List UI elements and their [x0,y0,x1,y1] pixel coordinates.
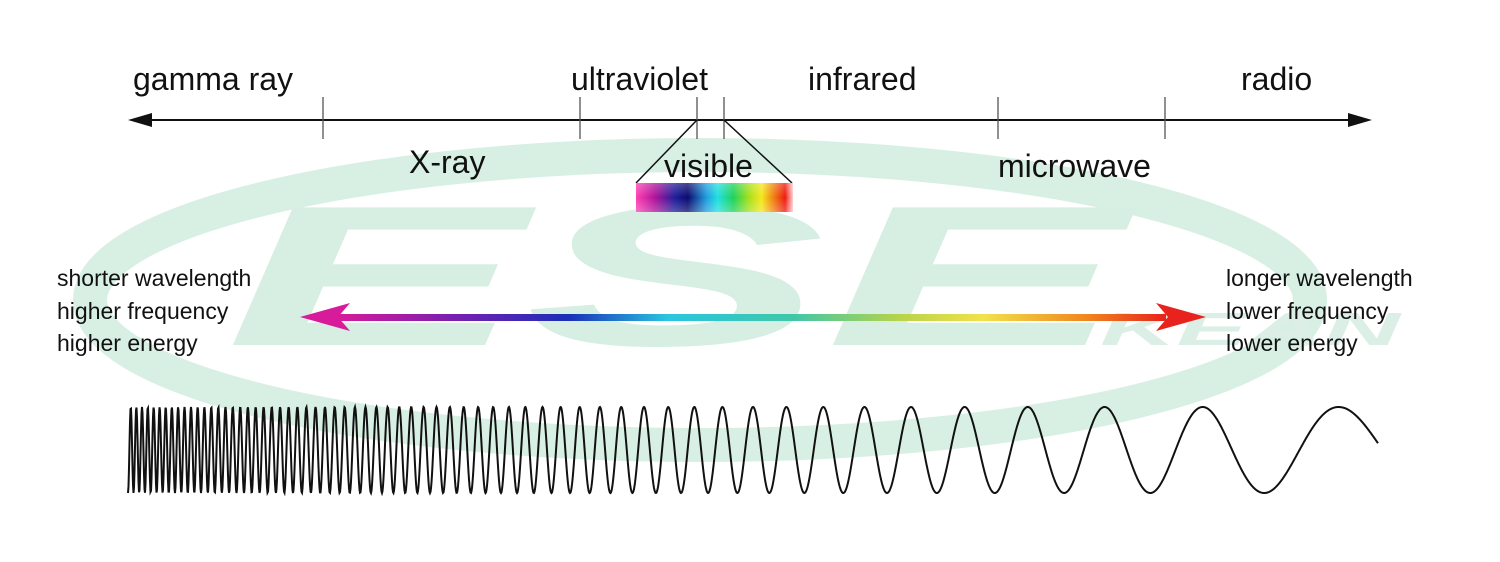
label-ultraviolet: ultraviolet [571,61,708,97]
left-energy-text: higher energy [57,330,198,356]
left-wavelength-text: shorter wavelength [57,265,252,291]
label-microwave: microwave [998,148,1151,184]
right-wavelength-text: longer wavelength [1226,265,1413,291]
axis-right-arrowhead [1348,113,1372,127]
label-gamma-ray: gamma ray [133,61,294,97]
visible-spectrum-sheen [636,183,793,212]
energy-arrow-left-head [300,303,350,331]
left-properties: shorter wavelength higher frequency high… [57,262,251,360]
energy-arrow-shaft [336,314,1166,321]
right-energy-text: lower energy [1226,330,1358,356]
visible-zoom-line-right [723,119,793,184]
wavelength-wave [127,403,1379,497]
right-properties: longer wavelength lower frequency lower … [1226,262,1413,360]
label-infrared: infrared [808,61,917,97]
visible-zoom-line-left [635,119,698,184]
energy-arrow-right-head [1156,303,1206,331]
label-x-ray: X-ray [409,144,486,180]
left-frequency-text: higher frequency [57,297,229,324]
label-visible: visible [664,148,753,184]
label-radio: radio [1241,61,1313,97]
watermark-sub-text: KEAN [1100,303,1402,355]
right-frequency-text: lower frequency [1226,297,1389,324]
axis-left-arrowhead [128,113,152,127]
